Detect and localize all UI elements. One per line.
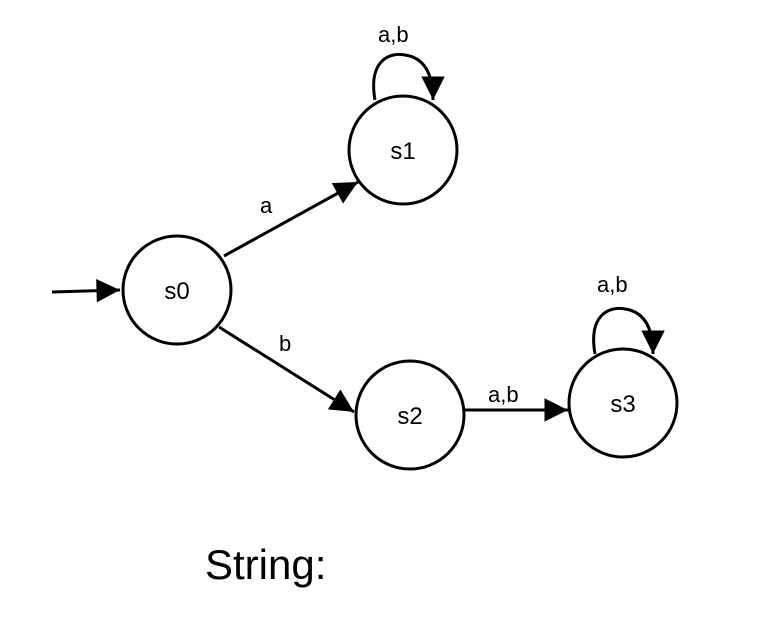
- edge-label-s0-s1: a: [260, 193, 273, 218]
- state-label-s0: s0: [164, 278, 189, 305]
- edge-s0-s1: [223, 180, 359, 258]
- loop-label-s1: a,b: [378, 22, 409, 47]
- edge-s0-s2: [218, 325, 355, 414]
- edge-label-s2-s3: a,b: [488, 382, 519, 407]
- edge-label-s0-s2: b: [279, 331, 291, 356]
- start-arrow: [51, 278, 121, 303]
- loop-label-s3: a,b: [597, 272, 628, 297]
- string-caption: String:: [205, 541, 326, 588]
- loop-s3: [592, 306, 665, 355]
- state-label-s3: s3: [610, 391, 635, 418]
- loop-s1: [372, 52, 445, 101]
- state-s1: s1: [347, 94, 459, 206]
- state-s3: s3: [567, 347, 679, 459]
- state-s2: s2: [354, 359, 466, 471]
- state-label-s1: s1: [390, 138, 415, 165]
- state-s0: s0: [121, 234, 233, 346]
- state-label-s2: s2: [397, 403, 422, 430]
